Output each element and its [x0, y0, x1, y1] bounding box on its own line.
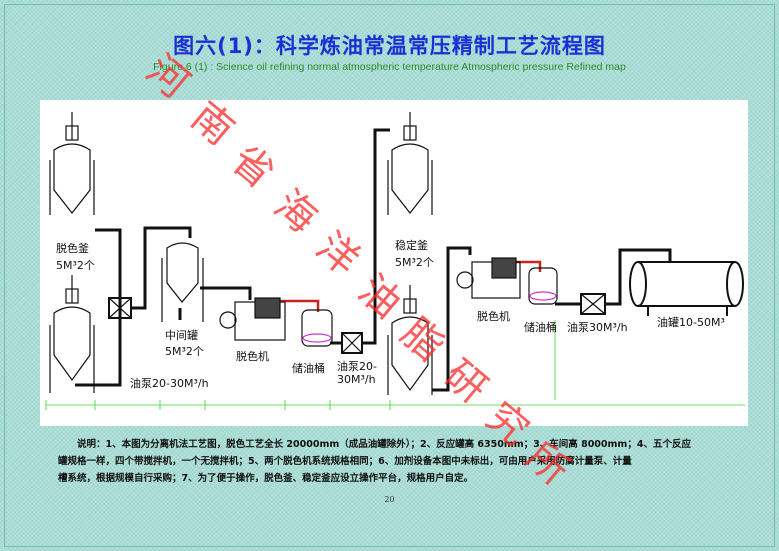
label-decolor-kettle-spec: 5M³2个	[56, 259, 95, 272]
label-intermediate-tank-spec: 5M³2个	[165, 345, 204, 358]
dimension-lines	[45, 320, 745, 410]
diagram-panel	[40, 100, 748, 426]
label-oil-tank: 油罐10-50M³	[657, 316, 725, 329]
decolor-kettle-1	[49, 112, 95, 215]
decolorizer-1	[219, 297, 286, 341]
page-subtitle: Figure 6 (1) : Science oil refining norm…	[153, 61, 626, 73]
label-stabilizer-kettle-spec: 5M³2个	[395, 256, 434, 269]
stabilizer-kettle-1	[387, 112, 433, 215]
caption: 说明：1、本图为分离机法工艺图，脱色工艺全长 20000mm（成品油罐除外）；2…	[58, 436, 728, 487]
decolorizer-2	[456, 257, 521, 299]
pump-2	[341, 332, 363, 354]
label-decolorizer-1: 脱色机	[236, 350, 269, 363]
label-pump-1: 油泵20-30M³/h	[130, 377, 209, 390]
label-storage-bucket-2: 储油桶	[524, 321, 557, 334]
page-title: 图六(1)：科学炼油常温常压精制工艺流程图	[173, 34, 606, 58]
storage-bucket-2	[528, 267, 558, 305]
pump-1	[108, 297, 132, 319]
label-pump-2-line1: 油泵20-	[337, 360, 377, 373]
pump-3	[580, 293, 606, 315]
label-storage-bucket-1: 储油桶	[292, 362, 325, 375]
caption-line: 说明：1、本图为分离机法工艺图，脱色工艺全长 20000mm（成品油罐除外）；2…	[77, 439, 691, 450]
pipes	[75, 128, 672, 392]
caption-line: 槽系统，根据规模自行采购；7、为了便于操作，脱色釜、稳定釜应设立操作平台，规格用…	[58, 473, 474, 484]
storage-bucket-1	[301, 309, 333, 347]
stabilizer-kettle-2	[387, 285, 433, 395]
label-intermediate-tank: 中间罐	[165, 329, 198, 342]
caption-line: 罐规格一样，四个带搅拌机，一个无搅拌机；5、两个脱色机系统规格相同；6、加剂设备…	[58, 456, 632, 467]
label-decolor-kettle: 脱色釜	[56, 242, 89, 255]
label-pump-2-line2: 30M³/h	[337, 373, 376, 386]
page-border	[4, 4, 775, 547]
decolor-kettle-2	[49, 275, 95, 393]
label-stabilizer-kettle: 稳定釜	[395, 239, 428, 252]
page-number: 20	[384, 495, 395, 504]
oil-tank	[629, 261, 744, 316]
intermediate-tank	[161, 242, 204, 322]
label-pump-3: 油泵30M³/h	[567, 321, 628, 334]
label-decolorizer-2: 脱色机	[477, 310, 510, 323]
